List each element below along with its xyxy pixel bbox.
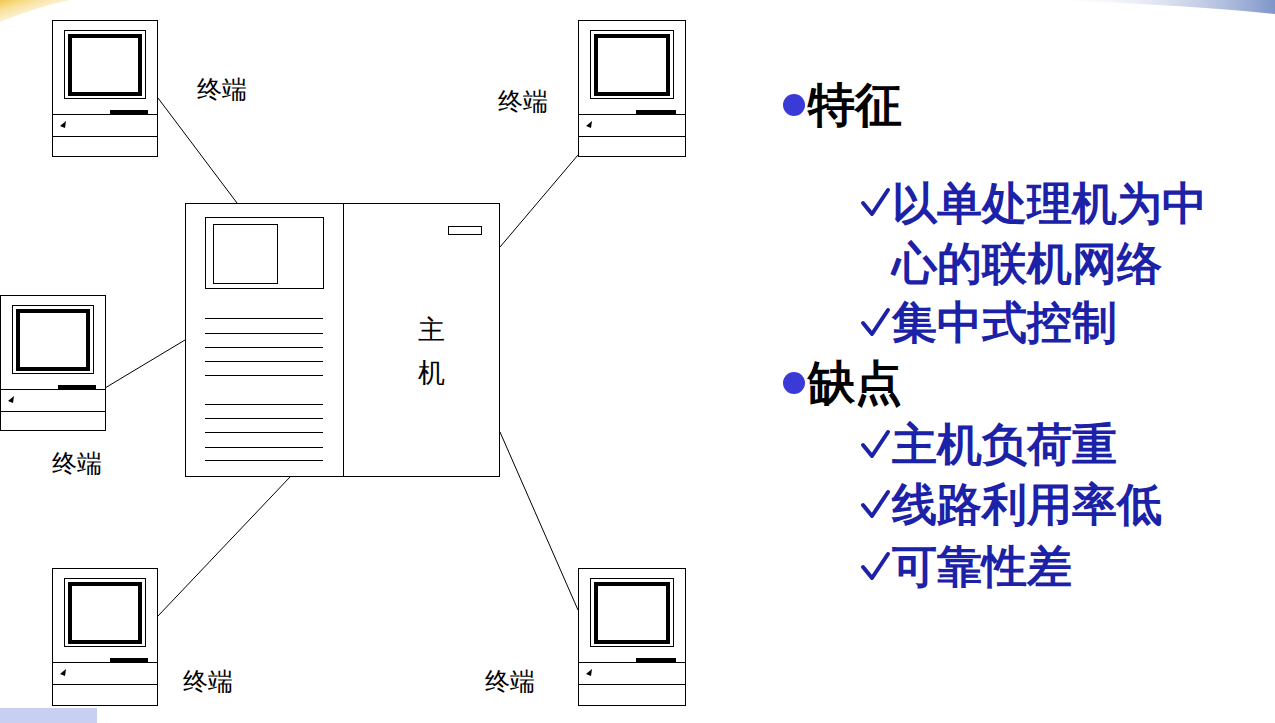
power-mark (60, 121, 66, 128)
host-icon (185, 203, 500, 477)
terminal-icon (0, 295, 106, 431)
case-line (52, 136, 158, 137)
screen (18, 311, 88, 369)
bottom-band (0, 708, 97, 723)
drive-slot (110, 110, 148, 114)
case-line (578, 136, 686, 137)
drive-slot (110, 658, 148, 662)
vent-line (205, 333, 323, 334)
check-mark (863, 554, 888, 578)
case-line (578, 662, 686, 663)
bullet-dot (783, 372, 805, 394)
link-line (500, 155, 578, 247)
check-mark (863, 492, 888, 516)
power-mark (586, 669, 592, 676)
link-line (158, 98, 237, 203)
bullet-text: 以单处理机为中心的联机网络 (892, 174, 1222, 294)
drive-slot (636, 110, 676, 114)
vent-line (205, 375, 323, 376)
top-band (1040, 0, 1275, 14)
indicator (449, 227, 482, 235)
power-mark (8, 396, 14, 403)
screen (596, 36, 668, 94)
terminal-icon (578, 20, 686, 157)
terminal-icon (52, 568, 158, 706)
screen (70, 36, 140, 94)
power-mark (586, 121, 592, 128)
case-line (0, 411, 106, 412)
vent-line (205, 447, 323, 448)
terminal-case (579, 569, 686, 706)
terminal: 终端 (578, 568, 686, 706)
terminal-label: 终端 (52, 449, 102, 479)
vent-line (205, 318, 323, 319)
terminal-label: 终端 (485, 667, 535, 697)
terminal: 终端 (578, 20, 686, 157)
section-heading: 缺点 (808, 352, 902, 413)
bullet-text: 集中式控制 (892, 293, 1117, 353)
screen-bezel (591, 579, 674, 647)
host-label: 主机 (418, 308, 445, 394)
case-line (0, 389, 106, 390)
terminal-label: 终端 (183, 667, 233, 697)
terminal-case (579, 21, 686, 157)
screen (596, 584, 668, 642)
case-divider (343, 203, 344, 477)
drive-slot (636, 658, 676, 662)
vent-line (205, 347, 323, 348)
screen-bezel (65, 579, 146, 647)
bullet-text: 线路利用率低 (892, 475, 1162, 535)
link-line (105, 340, 185, 388)
case-line (578, 114, 686, 115)
terminal-icon (52, 20, 158, 157)
section-heading: 特征 (808, 74, 902, 135)
drive-slot (58, 385, 96, 389)
screen-bezel (65, 31, 146, 99)
case-line (52, 684, 158, 685)
link-line (500, 432, 578, 610)
terminal-case (53, 21, 158, 157)
case-line (52, 662, 158, 663)
terminal-case (53, 569, 158, 706)
vent-line (205, 361, 323, 362)
screen-bezel (13, 306, 94, 374)
check-mark (863, 432, 888, 456)
screen (70, 584, 140, 642)
terminal: 终端 (52, 20, 158, 157)
terminal: 终端 (52, 568, 158, 706)
terminal-label: 终端 (498, 87, 548, 117)
bullet-text: 主机负荷重 (892, 415, 1117, 475)
check-mark (863, 310, 888, 334)
terminal: 终端 (0, 295, 106, 431)
console-frame (206, 218, 324, 289)
power-mark (60, 669, 66, 676)
bullet-text: 可靠性差 (892, 537, 1072, 597)
bullet-dot (783, 94, 805, 116)
corner-ornament (0, 0, 70, 22)
console-screen (214, 225, 278, 284)
vent-line (205, 460, 323, 461)
terminal-label: 终端 (197, 75, 247, 105)
case-line (52, 114, 158, 115)
host-case (186, 204, 500, 477)
vent-line (205, 404, 323, 405)
vent-line (205, 418, 323, 419)
host-computer: 主机 (185, 203, 500, 477)
terminal-icon (578, 568, 686, 706)
case-line (578, 684, 686, 685)
vent-line (205, 432, 323, 433)
check-mark (863, 190, 888, 214)
terminal-case (1, 296, 106, 431)
screen-bezel (591, 31, 674, 99)
link-line (158, 477, 290, 616)
